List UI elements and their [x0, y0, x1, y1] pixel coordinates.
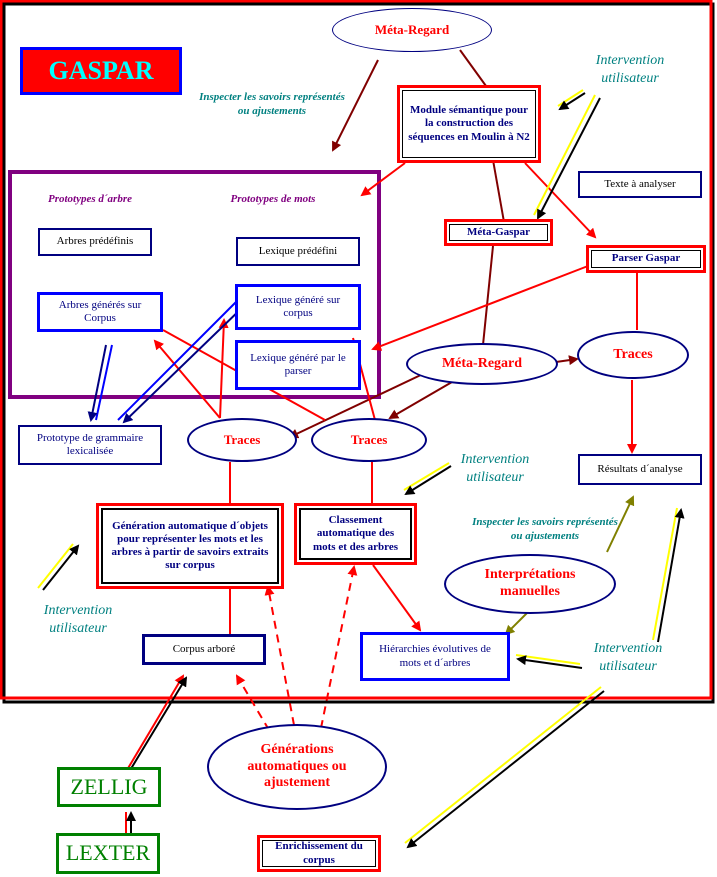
connector: [537, 97, 601, 220]
traces-center: Traces: [311, 418, 427, 462]
intervention-label-top: Intervention utilisateur: [595, 53, 665, 86]
connector: [404, 686, 602, 844]
connector: [524, 162, 597, 239]
lexique-genere-corpus: Lexique généré sur corpus: [235, 284, 361, 330]
connector: [482, 245, 494, 346]
connector: [504, 611, 529, 636]
inspecter-label-top: Inspecter les savoirs représentés ou aju…: [199, 91, 345, 117]
connector: [606, 495, 635, 553]
connector: [42, 544, 80, 591]
connector: [126, 674, 185, 771]
connector: [533, 94, 596, 216]
connector: [371, 265, 589, 351]
intervention-label-left: Intervention utilisateur: [43, 603, 113, 636]
arbres-generes-corpus: Arbres générés sur Corpus: [37, 292, 163, 332]
generations-automatiques: Générations automatiques ou ajustement: [207, 724, 387, 810]
connector: [388, 381, 453, 420]
outer-black-frame: [2, 2, 715, 704]
connector: [87, 344, 107, 422]
module-semantique: Module sémantique pour la construction d…: [397, 85, 541, 163]
meta-regard-top: Méta-Regard: [332, 8, 492, 52]
connector: [235, 674, 270, 731]
connector: [264, 585, 295, 726]
connector: [652, 507, 678, 641]
lexique-predefini: Lexique prédéfini: [236, 237, 360, 266]
connector: [37, 543, 74, 589]
prototype-grammaire: Prototype de grammaire lexicalisée: [18, 425, 162, 465]
traces-left: Traces: [187, 418, 297, 462]
traces-right: Traces: [577, 331, 689, 379]
connector: [406, 690, 605, 849]
connector: [332, 59, 379, 152]
intervention-label-mid: Intervention utilisateur: [460, 452, 530, 485]
connector: [492, 159, 505, 223]
prototypes-arbre-label: Prototypes d´arbre: [47, 193, 132, 205]
arbres-predefinis: Arbres prédéfinis: [38, 228, 152, 256]
page-title: GASPAR: [20, 47, 182, 95]
connector: [218, 318, 229, 419]
classement-automatique: Classement automatique des mots et des a…: [294, 503, 417, 565]
outer-red-frame: [0, 0, 713, 700]
connector: [122, 303, 247, 424]
connector: [555, 355, 579, 366]
connector: [657, 508, 685, 643]
enrichissement-corpus: Enrichissement du corpus: [257, 835, 381, 872]
connector: [557, 89, 584, 107]
connector: [117, 299, 239, 421]
interpretations-manuelles: Interprétations manuelles: [444, 554, 616, 614]
parser-gaspar: Parser Gaspar: [586, 245, 706, 273]
resultats-analyse: Résultats d´analyse: [578, 454, 702, 485]
lexter-box: LEXTER: [56, 833, 160, 874]
prototypes-frame: [8, 170, 381, 399]
meta-regard-mid: Méta-Regard: [406, 343, 558, 385]
hierarchies-evolutives: Hiérarchies évolutives de mots et d´arbr…: [360, 632, 510, 681]
connector: [403, 462, 450, 491]
connector: [459, 49, 487, 87]
prototypes-mots-label: Prototypes de mots: [230, 193, 316, 205]
connector: [360, 162, 406, 197]
corpus-arbore: Corpus arboré: [142, 634, 266, 665]
connector: [558, 92, 586, 111]
connector: [288, 372, 426, 439]
connector: [95, 344, 113, 421]
lexique-genere-parser: Lexique généré par le parser: [235, 340, 361, 390]
texte-a-analyser: Texte à analyser: [578, 171, 702, 198]
generation-automatique: Génération automatique d´objets pour rep…: [96, 503, 284, 589]
meta-gaspar: Méta-Gaspar: [444, 219, 553, 246]
connector: [128, 676, 188, 773]
connector: [404, 465, 452, 496]
intervention-label-right: Intervention utilisateur: [593, 641, 663, 674]
zellig-box: ZELLIG: [57, 767, 161, 807]
inspecter-label-bottom: Inspecter les savoirs représentés ou aju…: [472, 516, 618, 542]
connector: [515, 654, 581, 665]
connector: [372, 564, 422, 632]
connector: [516, 655, 583, 669]
connector: [153, 339, 221, 419]
connector: [320, 565, 358, 729]
